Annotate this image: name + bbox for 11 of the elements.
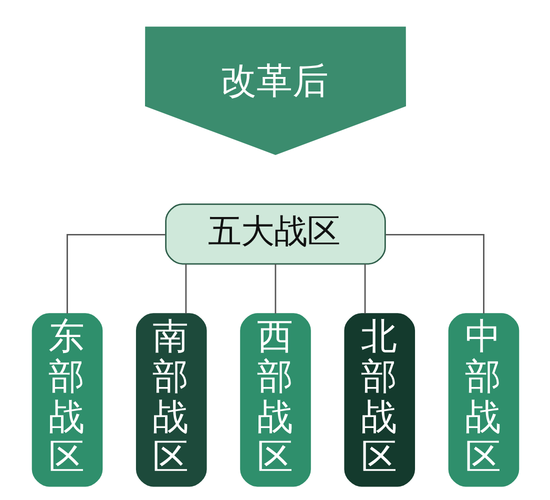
node-box: 五大战区	[164, 204, 386, 265]
connector	[66, 234, 165, 314]
connector	[385, 234, 484, 314]
node-box: 东部战区	[31, 313, 102, 487]
connector	[184, 264, 186, 314]
node-box: 中部战区	[448, 313, 519, 487]
node-box: 南部战区	[135, 313, 206, 487]
node-box: 西部战区	[240, 313, 310, 487]
connector	[274, 264, 276, 314]
node-box: 北部战区	[344, 313, 415, 487]
connector	[364, 264, 366, 314]
